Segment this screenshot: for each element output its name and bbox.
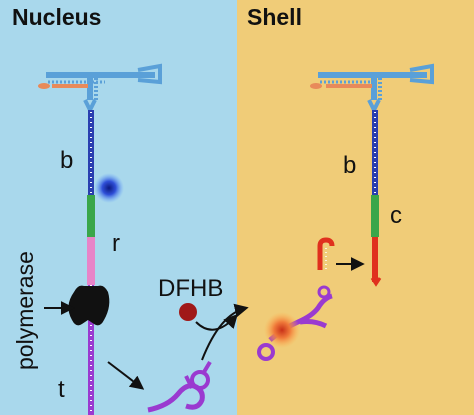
shell-title: Shell [247,4,302,30]
trna-icon-left [38,63,162,115]
glow-icon-orange [264,312,300,348]
arrow-icon-dfhb [195,313,238,331]
dfhb-dot [179,303,197,321]
nucleus-title: Nucleus [12,4,102,30]
glow-icon-blue [94,173,124,203]
nucleus-panel [0,0,237,415]
label-t: t [58,376,65,403]
polymerase-icon [68,285,110,326]
red-fragment [317,237,335,270]
trna-icon-right [310,63,434,115]
label-dfhb: DFHB [158,275,224,302]
stem-right [370,110,382,287]
aptamer-icon-left [147,360,212,413]
label-r: r [112,230,120,257]
arrow-icon-curve [201,303,249,361]
label-b-right: b [343,152,357,179]
label-b-left: b [60,147,74,174]
label-c: c [390,202,402,229]
label-polymerase: polymerase [12,251,38,370]
arrow-icon-down [107,361,145,390]
